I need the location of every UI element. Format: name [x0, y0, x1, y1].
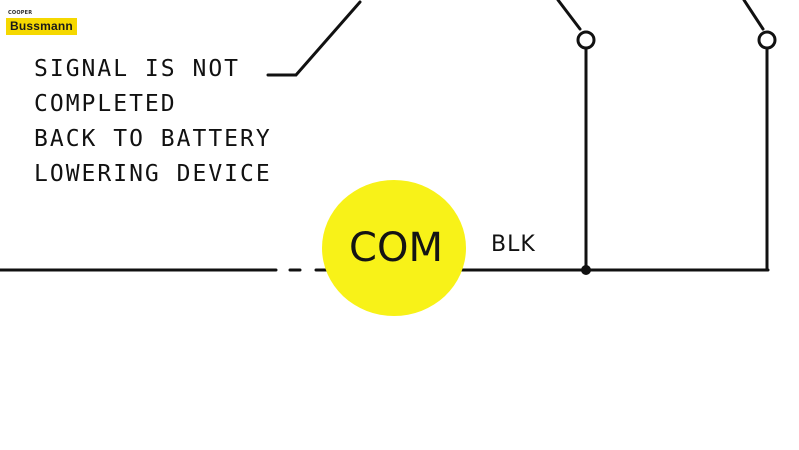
callout-leader: [266, 0, 362, 77]
wire-color-label: BLK: [491, 232, 536, 257]
note-line: COMPLETED: [34, 91, 177, 117]
callout-note: SIGNAL IS NOT COMPLETED BACK TO BATTERY …: [34, 52, 272, 192]
switch-contact-right: [757, 30, 777, 50]
switch-contact-left: [576, 30, 596, 50]
note-line: LOWERING DEVICE: [34, 161, 272, 187]
switch-blade-right: [742, 0, 765, 31]
note-line: BACK TO BATTERY: [34, 126, 272, 152]
com-highlight-circle: [322, 180, 466, 316]
bussmann-logo: COOPER Bussmann: [6, 10, 84, 36]
logo-name: Bussmann: [6, 18, 77, 35]
note-line: SIGNAL IS NOT: [34, 56, 241, 82]
junction-dot: [581, 265, 591, 275]
switch-blade-left: [556, 0, 582, 31]
com-terminal-label: COM: [349, 225, 443, 271]
logo-small-text: COOPER: [8, 10, 33, 16]
